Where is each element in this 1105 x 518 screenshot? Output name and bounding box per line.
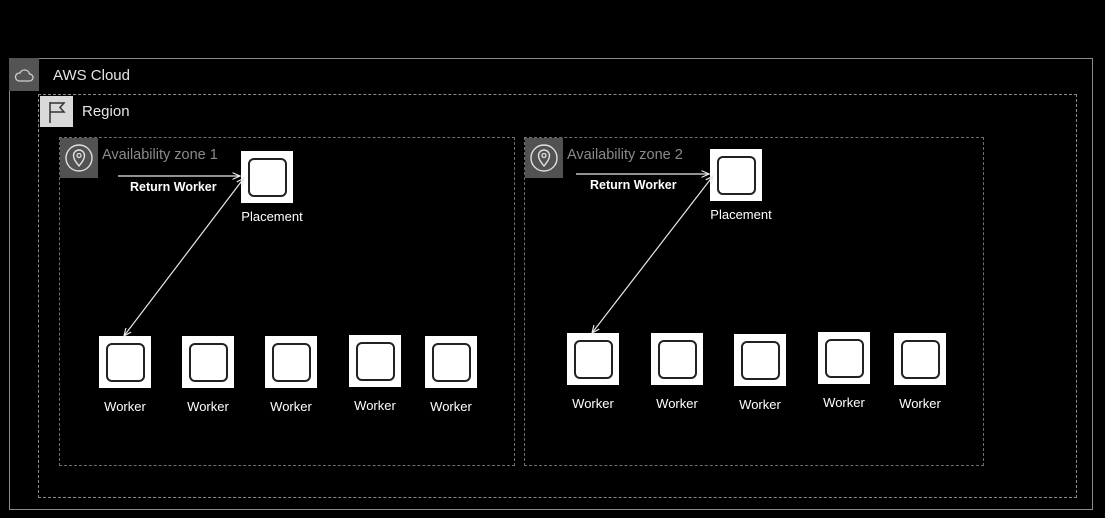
availability-zone-2-container <box>524 137 984 466</box>
placement-label-az2: Placement <box>710 207 772 222</box>
worker-label: Worker <box>104 399 146 414</box>
worker-node <box>567 333 619 385</box>
worker-label: Worker <box>656 396 698 411</box>
worker-label: Worker <box>823 395 865 410</box>
worker-label: Worker <box>899 396 941 411</box>
location-pin-icon <box>60 138 98 178</box>
placement-node-az2 <box>710 149 762 201</box>
worker-node <box>425 336 477 388</box>
availability-zone-1-label: Availability zone 1 <box>102 147 218 163</box>
worker-label: Worker <box>270 399 312 414</box>
placement-node-az1 <box>241 151 293 203</box>
worker-node <box>265 336 317 388</box>
placement-label-az1: Placement <box>241 209 303 224</box>
placement-worker-arrow-az2 <box>592 176 713 333</box>
placement-worker-arrow-az1 <box>124 178 244 336</box>
flag-icon <box>40 96 73 127</box>
aws-cloud-container <box>9 58 1093 510</box>
region-container <box>38 94 1077 498</box>
worker-node <box>818 332 870 384</box>
worker-node <box>894 333 946 385</box>
worker-node <box>99 336 151 388</box>
availability-zone-2-label: Availability zone 2 <box>567 147 683 163</box>
worker-node <box>182 336 234 388</box>
worker-label: Worker <box>354 398 396 413</box>
worker-label: Worker <box>572 396 614 411</box>
availability-zone-1-container <box>59 137 515 466</box>
worker-node <box>349 335 401 387</box>
location-pin-icon <box>525 138 563 178</box>
worker-node <box>651 333 703 385</box>
worker-node <box>734 334 786 386</box>
cloud-icon <box>9 58 39 91</box>
region-label: Region <box>82 103 130 120</box>
worker-label: Worker <box>430 399 472 414</box>
worker-label: Worker <box>739 397 781 412</box>
aws-cloud-label: AWS Cloud <box>53 67 130 84</box>
worker-label: Worker <box>187 399 229 414</box>
